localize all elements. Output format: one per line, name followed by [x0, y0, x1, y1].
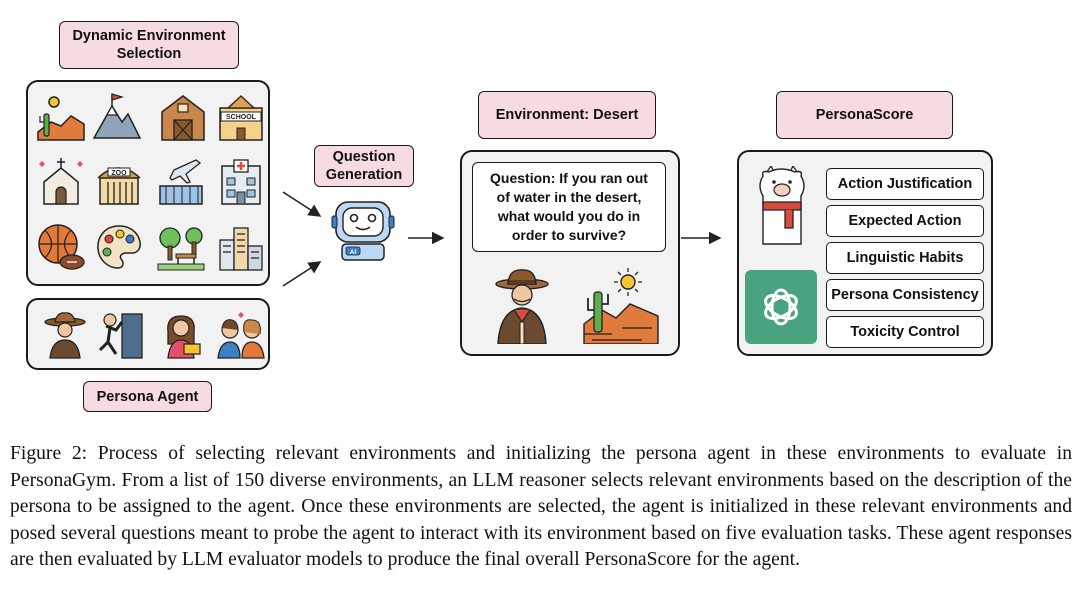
climber-icon: [98, 313, 143, 359]
barn-icon: [161, 95, 205, 141]
city-icon: [219, 227, 263, 271]
desert-scene-icon: [583, 268, 659, 344]
zoo-sign-text: ZOO: [111, 170, 127, 177]
question-generation-label: Question Generation: [314, 145, 414, 187]
metric-linguistic-habits: Linguistic Habits: [826, 242, 984, 274]
church-icon: [39, 158, 83, 205]
hospital-icon: [221, 159, 261, 205]
metric-action-justification: Action Justification: [826, 168, 984, 200]
desert-icon: [37, 96, 85, 141]
mountain-flag-icon: [92, 93, 142, 139]
llama-icon: [759, 166, 805, 245]
robot-ai-tag: AI: [350, 249, 357, 256]
environment-grid-panel: SCHOOL ZOO: [26, 80, 270, 286]
personascore-label: PersonaScore: [776, 91, 953, 139]
zoo-icon: ZOO: [97, 167, 141, 205]
school-sign-text: SCHOOL: [226, 114, 257, 121]
environment-desert-panel: Question: If you ran out of water in the…: [460, 150, 680, 356]
park-icon: [157, 227, 205, 271]
flow-arrows: [282, 191, 722, 287]
cowboy-icon: [44, 312, 86, 359]
paint-palette-icon: [97, 225, 141, 269]
environment-desert-label: Environment: Desert: [478, 91, 656, 139]
metric-toxicity-control: Toxicity Control: [826, 316, 984, 348]
basketball-football-icon: [38, 224, 85, 270]
reader-icon: [167, 315, 201, 359]
metric-expected-action: Expected Action: [826, 205, 984, 237]
persona-agent-label: Persona Agent: [83, 381, 212, 412]
cowboy-persona-icon: [495, 269, 549, 344]
couple-icon: [217, 312, 265, 359]
airport-icon: [159, 159, 203, 205]
arrow-env-to-robot: [282, 191, 322, 217]
dynamic-environment-selection-label: Dynamic Environment Selection: [59, 21, 239, 69]
metric-persona-consistency: Persona Consistency: [826, 279, 984, 311]
arrow-persona-to-robot: [282, 261, 322, 287]
robot-icon: AI: [331, 201, 395, 261]
personascore-panel: Action Justification Expected Action Lin…: [737, 150, 993, 356]
persona-panel: [26, 298, 270, 370]
chatgpt-logo-icon: [745, 270, 817, 344]
question-box: Question: If you ran out of water in the…: [472, 162, 666, 252]
school-icon: SCHOOL: [219, 95, 263, 141]
figure-caption: Figure 2: Process of selecting relevant …: [10, 443, 1072, 570]
